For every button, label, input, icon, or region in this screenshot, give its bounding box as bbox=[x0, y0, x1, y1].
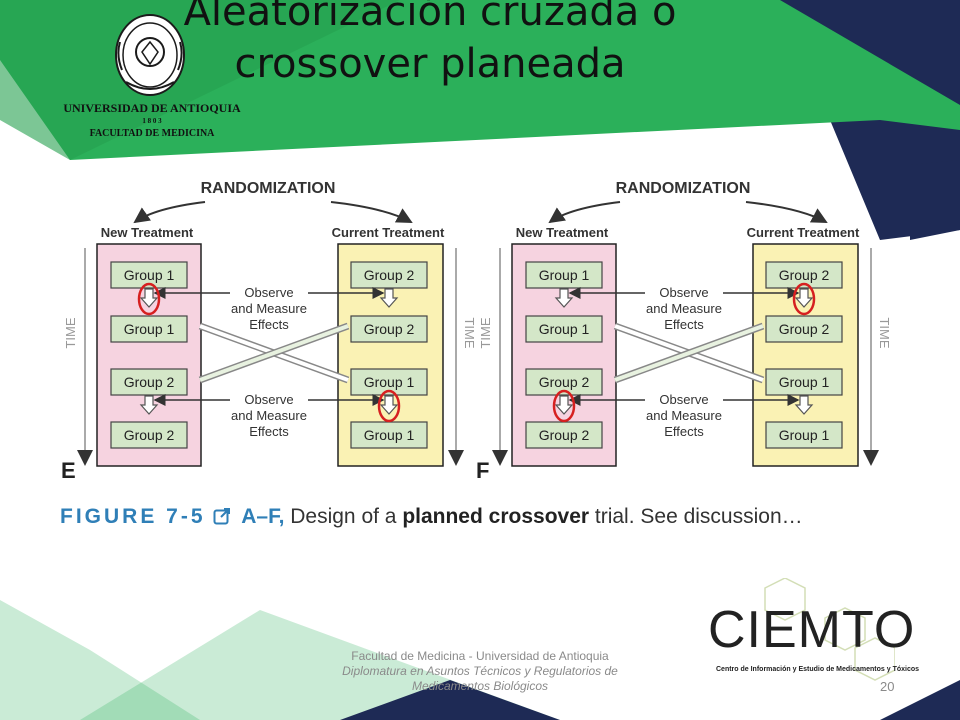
left-progress-arrow-1 bbox=[139, 288, 159, 308]
new-treatment-header: New Treatment bbox=[516, 225, 609, 240]
right-group-4-box bbox=[765, 421, 843, 449]
figure-caption-bold: planned crossover bbox=[402, 505, 590, 528]
observe-measure-2-line-1: Observe bbox=[244, 392, 293, 407]
right-group-2-box bbox=[765, 315, 843, 343]
footer-line-2: Diplomatura en Asuntos Técnicos y Regula… bbox=[342, 664, 618, 693]
figure-caption-label: FIGURE 7-5 bbox=[60, 505, 206, 528]
slide-title-line-1: Aleatorización cruzada o bbox=[183, 0, 677, 35]
left-progress-arrow-2 bbox=[554, 395, 574, 415]
left-group-4-label: Group 2 bbox=[539, 427, 590, 443]
cross-arrow-to-new-inner bbox=[199, 324, 349, 382]
right-group-1-label: Group 2 bbox=[779, 267, 830, 283]
randomization-arrow-left bbox=[133, 201, 206, 224]
right-group-3-label: Group 1 bbox=[364, 374, 415, 390]
observe-measure-1-line-1: Observe bbox=[659, 285, 708, 300]
new-treatment-header: New Treatment bbox=[101, 225, 194, 240]
ciemto-subtitle: Centro de Información y Estudio de Medic… bbox=[716, 666, 920, 673]
figure-caption-panels: A–F, bbox=[241, 505, 285, 528]
page-number: 20 bbox=[880, 679, 895, 694]
right-group-4-label: Group 1 bbox=[364, 427, 415, 443]
right-group-2-label: Group 2 bbox=[779, 321, 830, 337]
crossover-panel-e: RANDOMIZATION New Treatment Current Treatm… bbox=[61, 180, 477, 483]
left-group-2-label: Group 1 bbox=[539, 321, 590, 337]
left-group-3-label: Group 2 bbox=[539, 374, 590, 390]
footer: Facultad de Medicina - Universidad de An… bbox=[330, 649, 630, 694]
navy-corner-bottom bbox=[880, 680, 960, 720]
observe-measure-1-line-2: and Measure bbox=[231, 301, 307, 316]
molecule-decoration-icon bbox=[764, 578, 895, 681]
right-group-2-label: Group 2 bbox=[364, 321, 415, 337]
observe-measure-2-line-2: and Measure bbox=[646, 408, 722, 423]
current-treatment-header: Current Treatment bbox=[747, 225, 860, 240]
time-label-right: TIME bbox=[462, 317, 477, 348]
highlight-circle-1 bbox=[792, 282, 816, 316]
green-band-shade bbox=[0, 0, 400, 160]
right-group-3-label: Group 1 bbox=[779, 374, 830, 390]
observe-measure-2-line-3: Effects bbox=[664, 424, 704, 439]
observe-measure-1-line-3: Effects bbox=[249, 317, 289, 332]
navy-wedge-bottom bbox=[340, 680, 560, 720]
time-label-left: TIME bbox=[478, 317, 493, 348]
left-progress-arrow-2 bbox=[139, 395, 159, 415]
left-group-4-box bbox=[110, 421, 188, 449]
figure-caption-post: trial. See discussion… bbox=[589, 505, 803, 528]
highlight-circle-2 bbox=[377, 389, 401, 423]
randomization-label: RANDOMIZATION bbox=[201, 180, 336, 197]
observe-measure-2-line-1: Observe bbox=[659, 392, 708, 407]
observe-measure-2-line-2: and Measure bbox=[231, 408, 307, 423]
left-group-2-label: Group 1 bbox=[124, 321, 175, 337]
figure-caption: FIGURE 7-5 A–F, Design of a planned cros… bbox=[60, 505, 803, 529]
left-group-1-label: Group 1 bbox=[124, 267, 175, 283]
left-group-1-box bbox=[525, 261, 603, 289]
footer-line-1: Facultad de Medicina - Universidad de An… bbox=[351, 649, 609, 663]
left-group-3-label: Group 2 bbox=[124, 374, 175, 390]
external-link-icon[interactable] bbox=[213, 507, 231, 525]
time-label-left: TIME bbox=[63, 317, 78, 348]
left-group-1-label: Group 1 bbox=[539, 267, 590, 283]
green-corner-bottom bbox=[0, 600, 200, 720]
observe-measure-1-line-2: and Measure bbox=[646, 301, 722, 316]
cross-arrow-to-new-inner bbox=[614, 324, 764, 382]
right-group-1-label: Group 2 bbox=[364, 267, 415, 283]
left-group-2-box bbox=[525, 315, 603, 343]
observe-measure-1-line-1: Observe bbox=[244, 285, 293, 300]
left-group-4-label: Group 2 bbox=[124, 427, 175, 443]
panel-letter: F bbox=[476, 458, 489, 483]
figure-caption-pre: Design of a bbox=[284, 505, 403, 528]
randomization-label: RANDOMIZATION bbox=[616, 180, 751, 197]
right-group-2-box bbox=[350, 315, 428, 343]
observe-measure-1-line-3: Effects bbox=[664, 317, 704, 332]
crossover-figure: RANDOMIZATION New Treatment Current Treatm… bbox=[61, 180, 892, 483]
slide-title-line-2: crossover planeada bbox=[234, 41, 626, 87]
right-group-3-box bbox=[765, 368, 843, 396]
current-treatment-header: Current Treatment bbox=[332, 225, 445, 240]
right-group-4-label: Group 1 bbox=[779, 427, 830, 443]
university-name: UNIVERSIDAD DE ANTIOQUIA bbox=[63, 101, 241, 115]
time-label-right: TIME bbox=[877, 317, 892, 348]
navy-band-side bbox=[910, 160, 960, 240]
highlight-circle-1 bbox=[137, 282, 161, 316]
panel-letter: E bbox=[61, 458, 76, 483]
crossover-panel-f: RANDOMIZATION New Treatment Current Treatm… bbox=[476, 180, 892, 483]
highlight-circle-2 bbox=[552, 389, 576, 423]
right-group-4-box bbox=[350, 421, 428, 449]
left-group-3-box bbox=[110, 368, 188, 396]
ciemto-logo: CIEMTO bbox=[708, 601, 916, 659]
randomization-arrow-right bbox=[745, 201, 828, 223]
slide-title: Aleatorización cruzada o crossover plane… bbox=[150, 0, 710, 90]
randomization-arrow-right bbox=[330, 201, 413, 223]
university-seal-icon bbox=[115, 14, 185, 96]
faculty-name: FACULTAD DE MEDICINA bbox=[89, 128, 215, 139]
randomization-arrow-left bbox=[548, 201, 621, 224]
university-year: 1 8 0 3 bbox=[142, 117, 162, 125]
observe-measure-2-line-3: Effects bbox=[249, 424, 289, 439]
right-group-1-box bbox=[350, 261, 428, 289]
right-group-1-box bbox=[765, 261, 843, 289]
left-progress-arrow-1 bbox=[554, 288, 574, 308]
left-group-2-box bbox=[110, 315, 188, 343]
